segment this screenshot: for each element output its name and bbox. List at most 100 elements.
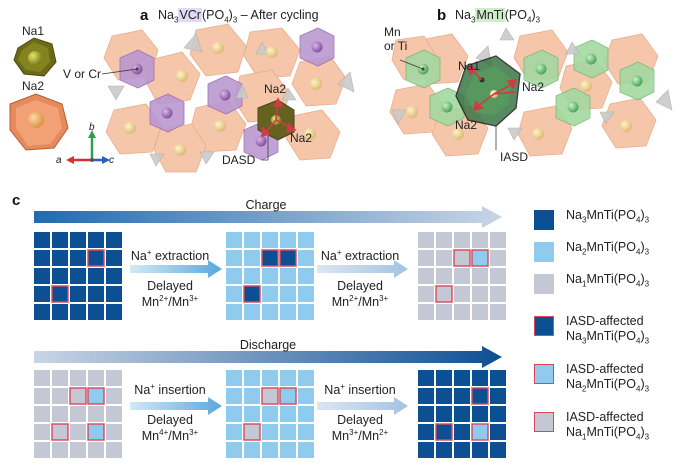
grid-cell: [418, 268, 434, 284]
iasd-na2-right-label: Na2: [522, 80, 545, 94]
state-grid: [225, 369, 317, 461]
panel-a-title: Na3VCr(PO4)3 – After cycling: [158, 8, 319, 25]
grid-cell: [454, 232, 470, 248]
grid-cell: [52, 388, 68, 404]
iasd-cell: [261, 387, 279, 405]
state-grid: [417, 369, 509, 461]
or-ti-label: or Ti: [384, 39, 408, 53]
grid-cell: [226, 424, 242, 440]
grid-cell: [436, 442, 452, 458]
grid-cell: [226, 388, 242, 404]
grid-cell: [418, 406, 434, 422]
grid-cell: [280, 232, 296, 248]
grid-cell: [418, 370, 434, 386]
grid-cell: [88, 268, 104, 284]
dasd-na2-top-label: Na2: [264, 82, 287, 96]
grid-cell: [52, 268, 68, 284]
panel-b-title: Na3MnTi(PO4)3: [455, 8, 541, 25]
legend-label: Na3MnTi(PO4)3: [566, 208, 650, 225]
grid-cell: [262, 232, 278, 248]
grid-cell: [472, 406, 488, 422]
grid-cell: [280, 286, 296, 302]
grid-cell: [70, 232, 86, 248]
crystal-structures-art: [9, 23, 673, 173]
grid-cell: [418, 250, 434, 266]
iasd-cell: [471, 423, 489, 441]
panel-b-letter: b: [437, 7, 447, 24]
discharge-step2-text: Na+ insertion Delayed Mn3+/Mn2+: [324, 381, 396, 443]
legend-item: Na1MnTi(PO4)3: [534, 272, 649, 294]
iasd-cell: [243, 285, 261, 303]
grid-cell: [226, 232, 242, 248]
legend-label: Na1MnTi(PO4)3: [566, 272, 650, 289]
grid-cell: [454, 424, 470, 440]
iasd-cell: [435, 423, 453, 441]
panel-a-letter: a: [140, 7, 149, 24]
grid-cell: [226, 370, 242, 386]
grid-cell: [34, 388, 50, 404]
discharge-big-arrow: [34, 346, 502, 368]
grid-cell: [244, 370, 260, 386]
na2-polyhedron: [9, 93, 69, 151]
iasd-cell: [51, 285, 69, 303]
grid-cell: [280, 442, 296, 458]
grid-cell: [70, 442, 86, 458]
grid-cell: [490, 250, 506, 266]
grid-cell: [280, 406, 296, 422]
legend-swatch: [534, 412, 554, 432]
grid-cell: [454, 388, 470, 404]
grid-cell: [106, 250, 122, 266]
legend-swatch: [534, 242, 554, 262]
charge-big-arrow: [34, 206, 502, 228]
grid-cell: [52, 250, 68, 266]
grid-cell: [418, 232, 434, 248]
grid-cell: [106, 304, 122, 320]
grid-cell: [88, 442, 104, 458]
grid-cell: [298, 286, 314, 302]
iasd-cell: [87, 249, 105, 267]
grid-cell: [262, 370, 278, 386]
grid-cell: [298, 424, 314, 440]
grid-cell: [472, 442, 488, 458]
legend-swatch: [534, 364, 554, 384]
iasd-cell: [51, 423, 69, 441]
grid-cell: [490, 406, 506, 422]
grid-cell: [436, 250, 452, 266]
panel-c-letter: c: [12, 192, 21, 209]
grid-cell: [106, 406, 122, 422]
grid-cell: [262, 286, 278, 302]
iasd-cell: [69, 387, 87, 405]
grid-cell: [280, 304, 296, 320]
charge-step2-text: Na+ extraction Delayed Mn2+/Mn3+: [320, 247, 400, 309]
charge-label: Charge: [245, 198, 287, 212]
grid-cell: [244, 406, 260, 422]
grid-cell: [70, 268, 86, 284]
legend-swatch: [534, 274, 554, 294]
grid-cell: [454, 268, 470, 284]
iasd-cell: [87, 387, 105, 405]
v-or-cr-label: V or Cr: [63, 67, 102, 81]
discharge-label: Discharge: [239, 338, 297, 352]
charge-step1-text: Na+ extraction Delayed Mn2+/Mn3+: [130, 247, 210, 309]
grid-cell: [454, 286, 470, 302]
grid-cell: [262, 424, 278, 440]
grid-cell: [298, 250, 314, 266]
grid-cell: [106, 388, 122, 404]
grid-cell: [34, 250, 50, 266]
grid-cell: [34, 370, 50, 386]
grid-cell: [106, 424, 122, 440]
grid-cell: [88, 304, 104, 320]
grid-cell: [226, 250, 242, 266]
discharge-step2-arrow: [316, 397, 408, 415]
na1-polyhedron: [13, 37, 57, 77]
grid-cell: [280, 370, 296, 386]
iasd-na2-left-label: Na2: [455, 118, 478, 132]
legend-item: Na3MnTi(PO4)3: [534, 208, 649, 230]
grid-cell: [436, 370, 452, 386]
grid-cell: [244, 304, 260, 320]
grid-cell: [34, 232, 50, 248]
grid-cell: [454, 370, 470, 386]
